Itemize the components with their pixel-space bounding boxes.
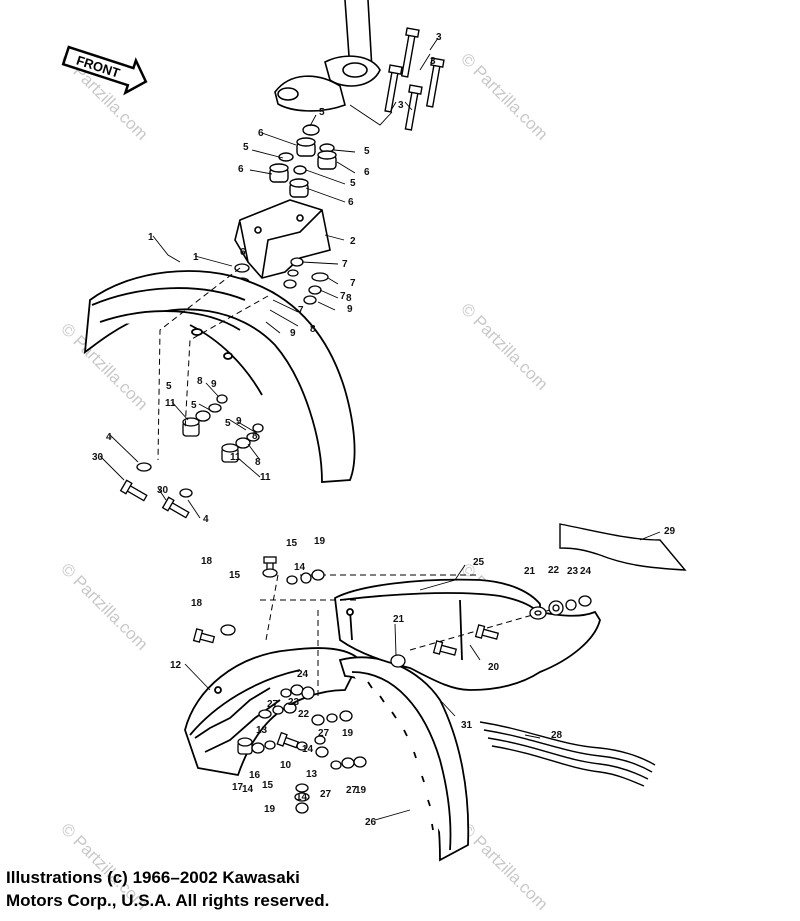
copyright-notice: Illustrations (c) 1966–2002 Kawasaki Mot… [6, 866, 329, 912]
leader-lines [99, 37, 661, 821]
watermark-text: © Partzilla.com [57, 559, 151, 653]
callout-number: 6 [238, 164, 244, 175]
callout-number: 15 [229, 570, 241, 581]
callout-number: 5 [350, 178, 356, 189]
lower-hardware [192, 556, 367, 814]
callout-number: 7 [342, 259, 348, 270]
callout-number: 8 [346, 293, 352, 304]
front-fender [83, 270, 356, 483]
callout-number: 21 [393, 614, 405, 625]
callout-number: 30 [157, 485, 169, 496]
callout-number: 13 [256, 725, 268, 736]
callout-number: 7 [350, 278, 356, 289]
callout-number: 11 [230, 452, 241, 463]
callout-number: 24 [297, 669, 309, 680]
front-fender-hardware [119, 394, 264, 519]
seat-hardware [390, 595, 592, 668]
callout-number: 9 [290, 328, 296, 339]
callout-number: 23 [567, 566, 579, 577]
callout-number: 11 [260, 472, 271, 483]
callout-number: 5 [243, 142, 249, 153]
callout-number: 6 [258, 128, 264, 139]
callout-number: 27 [318, 728, 330, 739]
callout-number: 2 [350, 236, 356, 247]
callout-number: 4 [203, 514, 209, 525]
callout-number: 5 [225, 418, 231, 429]
callout-number: 3 [436, 32, 442, 43]
callout-number: 26 [365, 817, 377, 828]
callout-number: 12 [170, 660, 182, 671]
callout-number: 7 [298, 305, 304, 316]
callout-number: 8 [197, 376, 203, 387]
callout-number: 6 [364, 167, 370, 178]
callout-number: 3 [430, 56, 436, 67]
callout-number: 6 [348, 197, 354, 208]
callout-number: 23 [288, 697, 300, 708]
callout-number: 5 [166, 381, 172, 392]
callout-number: 7 [340, 291, 346, 302]
callout-number: 15 [262, 780, 274, 791]
callout-number: 30 [92, 452, 104, 463]
watermark-text: © Partzilla.com [457, 819, 551, 913]
callout-number: 24 [580, 566, 592, 577]
callout-number: 14 [302, 744, 314, 755]
callout-number: 19 [264, 804, 276, 815]
callout-number: 14 [296, 792, 308, 803]
callout-number: 15 [286, 538, 298, 549]
callout-number: 8 [255, 457, 261, 468]
bracket [234, 199, 331, 279]
callout-number: 25 [473, 557, 485, 568]
strip-29 [559, 523, 687, 571]
callout-number: 21 [524, 566, 536, 577]
callout-number: 8 [252, 431, 258, 442]
callout-number: 5 [191, 400, 197, 411]
callout-number: 29 [664, 526, 676, 537]
callout-number: 19 [355, 785, 367, 796]
callout-number: 9 [236, 416, 242, 427]
callout-number: 27 [320, 789, 332, 800]
callout-number: 8 [310, 324, 316, 335]
callout-number: 27 [346, 785, 358, 796]
callout-number: 28 [551, 730, 563, 741]
bolts-3 [384, 27, 445, 131]
steering-stem [274, 0, 381, 112]
watermark-text: © Partzilla.com [457, 299, 551, 393]
callout-number: 1 [193, 252, 199, 263]
copyright-line-1: Illustrations (c) 1966–2002 Kawasaki [6, 868, 300, 887]
callout-number: 10 [280, 760, 292, 771]
callout-number: 3 [398, 100, 404, 111]
callout-number: 1 [148, 232, 154, 243]
watermark-text: © Partzilla.com [457, 49, 551, 143]
callout-number: 14 [294, 562, 306, 573]
callout-number: 22 [548, 565, 560, 576]
callout-number: 27 [267, 699, 279, 710]
callout-number: 11 [165, 398, 176, 409]
callout-number: 9 [211, 379, 217, 390]
rear-fender-front-section [184, 647, 362, 777]
callout-number: 16 [249, 770, 261, 781]
callout-number: 17 [232, 782, 244, 793]
callout-number: 31 [461, 720, 473, 731]
callout-number: 18 [191, 598, 203, 609]
dampers-collars [269, 124, 337, 198]
callout-number: 14 [242, 784, 254, 795]
callout-number: 5 [364, 146, 370, 157]
callout-number: 19 [342, 728, 354, 739]
callout-number: 9 [347, 304, 353, 315]
callout-number: 22 [298, 709, 310, 720]
callout-number: 4 [106, 432, 112, 443]
callout-number: 20 [488, 662, 500, 673]
callout-number: 19 [314, 536, 326, 547]
strip-28 [479, 721, 656, 787]
callout-number: 5 [319, 107, 325, 118]
callout-number: 18 [201, 556, 213, 567]
callout-number: 6 [240, 247, 246, 258]
copyright-line-2: Motors Corp., U.S.A. All rights reserved… [6, 891, 330, 910]
callout-number: 13 [306, 769, 318, 780]
rear-fender [338, 656, 470, 862]
